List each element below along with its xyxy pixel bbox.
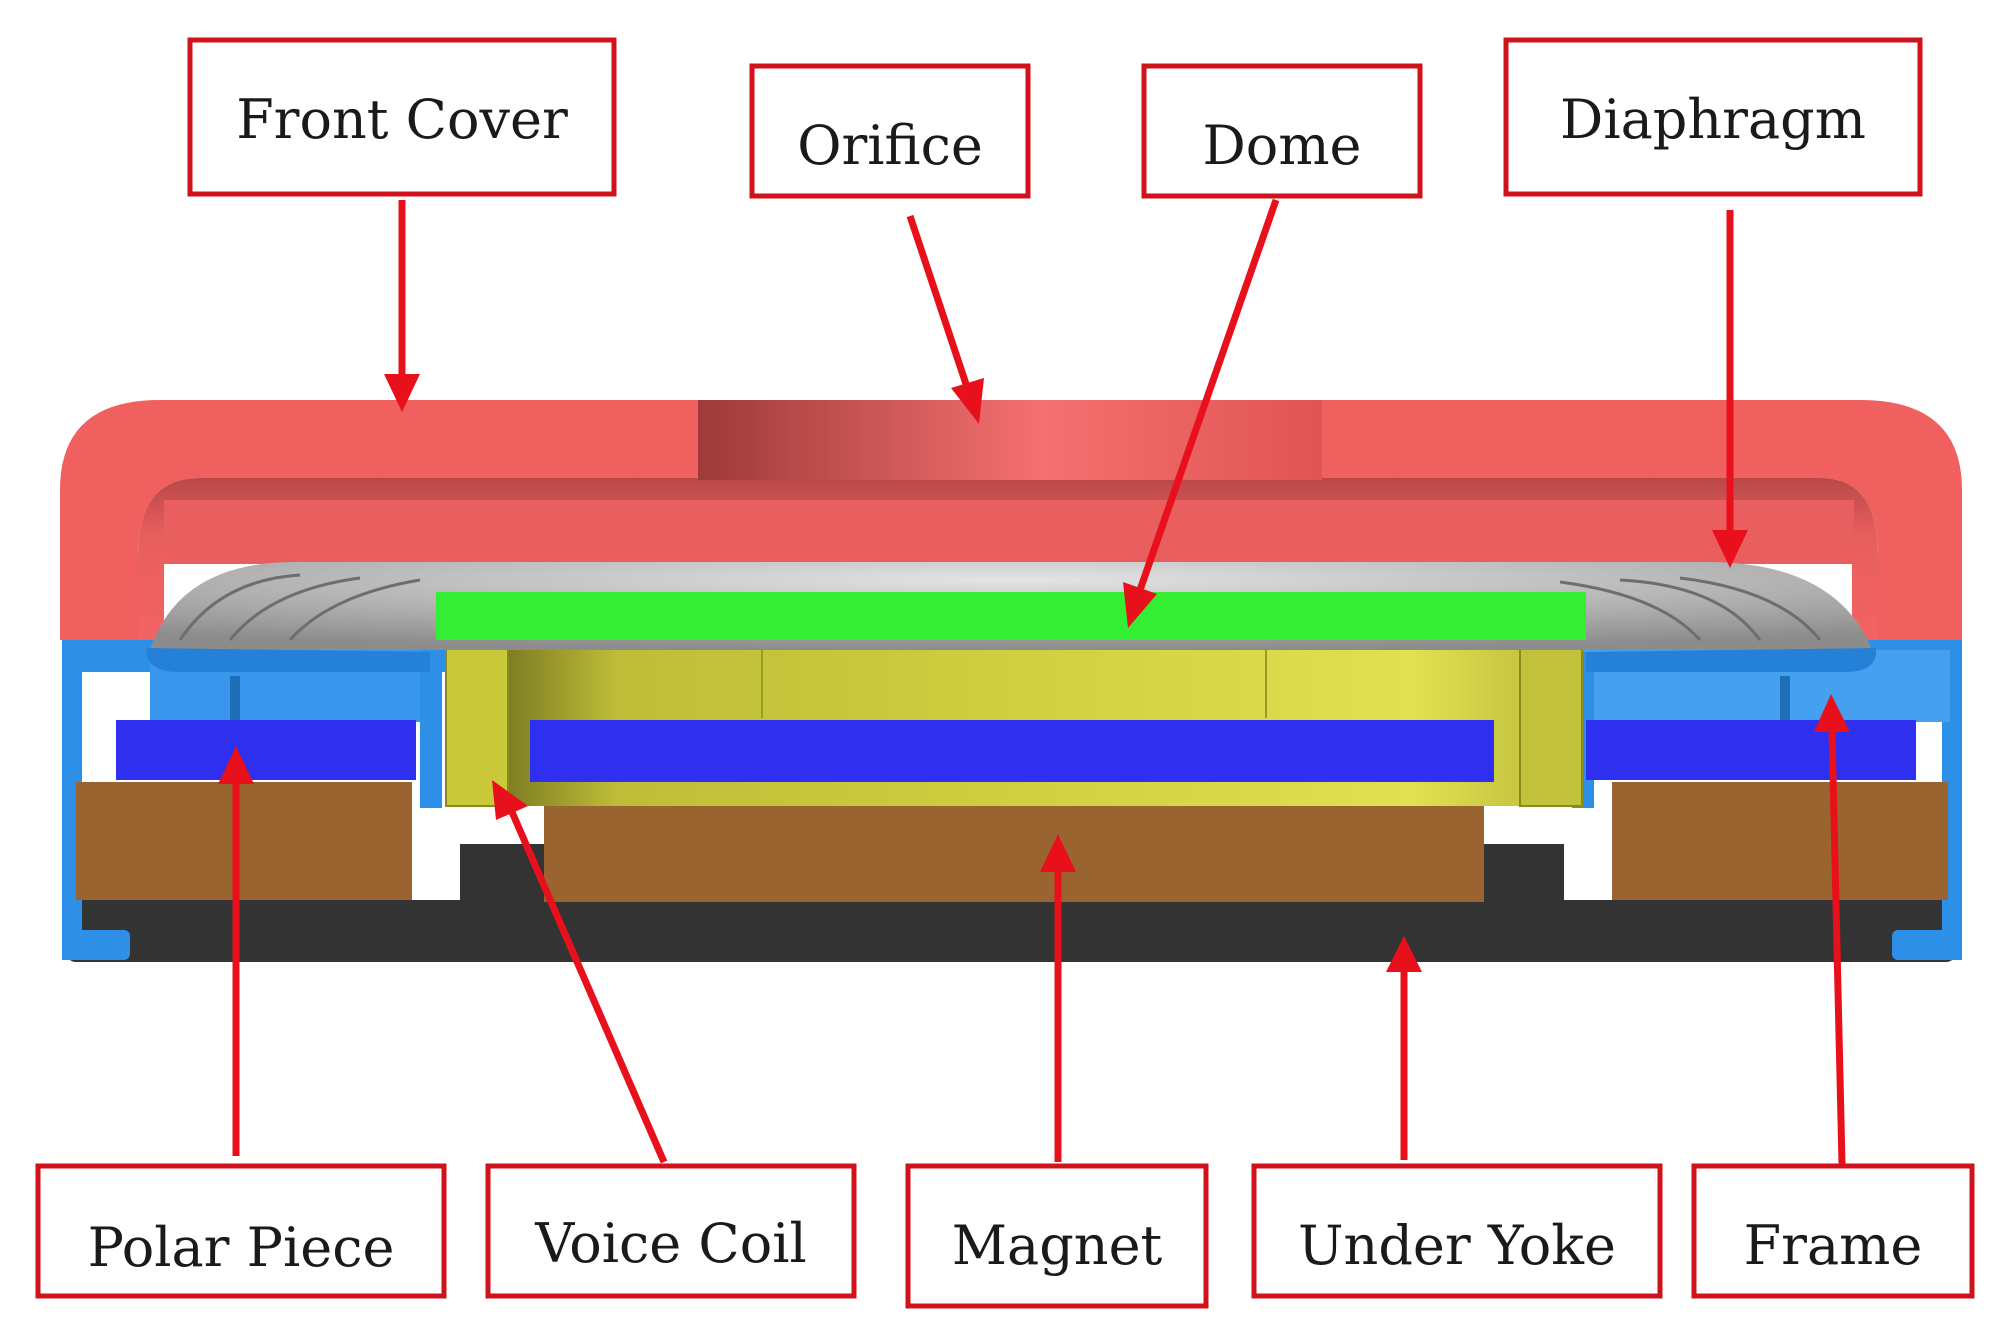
label-frame: Frame <box>1691 1163 1975 1299</box>
label-frame-text: Frame <box>1744 1214 1923 1277</box>
label-dome: Dome <box>1141 63 1423 199</box>
label-front-cover-text: Front Cover <box>236 88 568 151</box>
label-dome-text: Dome <box>1203 114 1362 177</box>
arrow-polar-piece <box>218 746 254 1156</box>
arrow-under-yoke <box>1386 936 1422 1160</box>
label-diaphragm: Diaphragm <box>1503 37 1923 197</box>
label-magnet: Magnet <box>905 1163 1209 1309</box>
arrow-orifice <box>906 214 984 424</box>
arrow-dome <box>1123 198 1280 628</box>
voice-coil-part <box>445 639 1583 807</box>
dome-part <box>436 592 1586 640</box>
label-orifice: Orifice <box>749 63 1031 199</box>
arrow-diaphragm <box>1712 210 1748 568</box>
label-voice-coil-text: Voice Coil <box>534 1212 807 1275</box>
arrow-frame <box>1814 694 1850 1165</box>
label-front-cover: Front Cover <box>187 37 617 197</box>
arrow-voice-coil <box>492 780 668 1164</box>
label-polar-piece: Polar Piece <box>35 1163 447 1299</box>
label-under-yoke: Under Yoke <box>1251 1163 1663 1299</box>
arrow-magnet <box>1040 834 1076 1162</box>
label-voice-coil: Voice Coil <box>485 1163 857 1299</box>
label-under-yoke-text: Under Yoke <box>1298 1214 1616 1277</box>
label-polar-piece-text: Polar Piece <box>88 1216 395 1279</box>
label-orifice-text: Orifice <box>797 114 983 177</box>
arrow-front-cover <box>384 200 420 412</box>
front-cover-part <box>60 400 1962 640</box>
label-diaphragm-text: Diaphragm <box>1560 88 1866 151</box>
label-magnet-text: Magnet <box>952 1214 1163 1277</box>
